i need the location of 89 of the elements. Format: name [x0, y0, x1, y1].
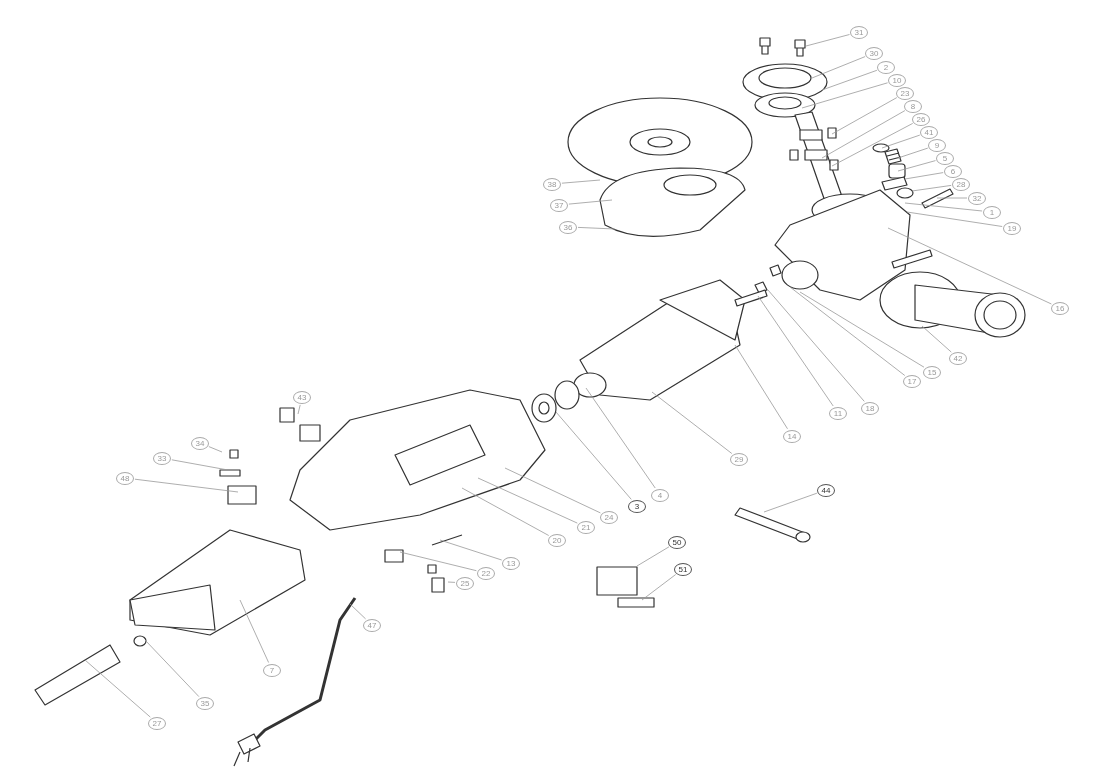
callout-number: 43: [293, 390, 311, 404]
leader-line: [767, 289, 865, 402]
callout-number: 4: [651, 488, 669, 502]
leader-line: [208, 446, 223, 453]
leader-line: [577, 227, 616, 230]
leader-line: [636, 546, 670, 567]
callout-number: 6: [944, 164, 962, 178]
leader-line: [763, 492, 818, 513]
leader-line: [651, 391, 733, 454]
leader-line: [897, 147, 929, 159]
callout-number: 32: [968, 191, 986, 205]
leader-line: [821, 69, 878, 91]
leader-line: [906, 211, 1003, 227]
leader-line: [477, 477, 578, 524]
callout-number: 13: [502, 556, 520, 570]
leader-line: [555, 411, 632, 500]
leader-line: [134, 478, 239, 493]
callout-number: 47: [363, 618, 381, 632]
callout-number: 44: [817, 483, 835, 497]
callout-number: 50: [668, 535, 686, 549]
callout-number: 30: [865, 46, 883, 60]
leader-line: [887, 227, 1052, 305]
callout-number: 15: [923, 365, 941, 379]
callout-number: 8: [904, 99, 922, 113]
callout-number: 37: [550, 198, 568, 212]
callout-number: 48: [116, 471, 134, 485]
leader-line: [585, 387, 656, 489]
leader-line: [447, 581, 456, 583]
callout-number: 41: [920, 125, 938, 139]
leader-line: [904, 202, 983, 212]
leader-line: [757, 295, 834, 407]
callout-number: 27: [148, 716, 166, 730]
callout-number: 5: [936, 151, 954, 165]
leader-line: [461, 487, 550, 536]
callout-number: 1: [983, 205, 1001, 219]
callout-number: 42: [949, 351, 967, 365]
leader-line: [504, 467, 601, 514]
leader-line: [811, 56, 866, 79]
leader-line: [84, 659, 151, 718]
leader-line: [641, 574, 677, 601]
callout-number: 38: [543, 177, 561, 191]
leader-line: [831, 123, 914, 167]
callout-number: 35: [196, 696, 214, 710]
leader-line: [297, 404, 301, 415]
leader-line: [734, 344, 788, 430]
callout-number: 24: [600, 510, 618, 524]
leader-line: [799, 291, 925, 368]
callout-number: 36: [559, 220, 577, 234]
callout-number: 31: [850, 25, 868, 39]
leader-line: [239, 599, 269, 663]
callout-number: 11: [829, 406, 847, 420]
callout-number: 21: [577, 520, 595, 534]
callout-number: 17: [903, 374, 921, 388]
leader-line: [897, 160, 936, 172]
callout-number: 20: [548, 533, 566, 547]
leader-line: [831, 97, 898, 135]
callout-number: 34: [191, 436, 209, 450]
callout-number: 28: [952, 177, 970, 191]
leader-line: [561, 179, 601, 184]
leader-line: [805, 34, 850, 47]
callout-number: 16: [1051, 301, 1069, 315]
callout-number: 51: [674, 562, 692, 576]
leader-line: [399, 551, 477, 572]
callout-number: 2: [877, 60, 895, 74]
callout-number: 3: [628, 499, 646, 513]
leader-line: [439, 539, 503, 561]
leader-line: [904, 172, 944, 180]
leader-line: [936, 197, 968, 199]
leader-line: [349, 603, 366, 620]
callout-number: 22: [477, 566, 495, 580]
callout-number: 25: [456, 576, 474, 590]
leader-line: [801, 82, 888, 109]
leader-line: [881, 134, 921, 149]
leader-line: [911, 185, 952, 192]
callout-number: 9: [928, 138, 946, 152]
callout-number: 33: [153, 451, 171, 465]
callout-number: 7: [263, 663, 281, 677]
callout-number: 18: [861, 401, 879, 415]
callout-number: 19: [1003, 221, 1021, 235]
leader-line: [821, 110, 906, 159]
leader-line: [789, 286, 906, 376]
leader-line: [144, 639, 200, 697]
leader-line: [568, 199, 613, 205]
callout-number: 26: [912, 112, 930, 126]
leader-line: [921, 325, 952, 353]
callout-number: 14: [783, 429, 801, 443]
callout-number: 23: [896, 86, 914, 100]
callout-number: 10: [888, 73, 906, 87]
callout-number: 29: [730, 452, 748, 466]
